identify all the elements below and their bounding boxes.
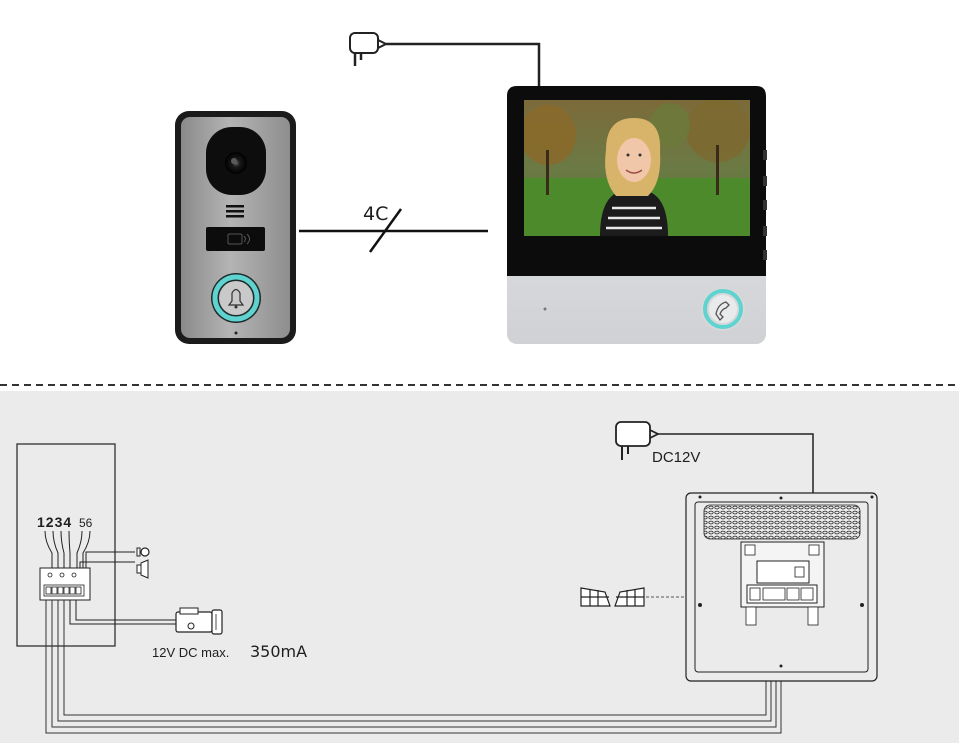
answer-button-ring: [703, 289, 743, 329]
lock-rating-prefix: 12V DC max.: [152, 645, 229, 660]
terminal-numbers: 1234: [37, 514, 72, 530]
cable-slash: [368, 208, 403, 253]
door-panel: [175, 111, 296, 344]
terminal-numbers-extra: 56: [79, 516, 93, 530]
speaker-grille-icon: [226, 205, 244, 218]
lock-rating-value: 350mA: [250, 642, 307, 661]
bell-output-icon: [136, 559, 149, 579]
indoor-monitor: [507, 86, 767, 344]
power-adapter-icon: [349, 32, 389, 66]
handset-icon: [715, 301, 730, 322]
exit-button-wire: [85, 551, 135, 568]
bell-icon: [227, 288, 245, 309]
electric-lock-icon: [175, 607, 223, 635]
monitor-adapter-icon: [615, 421, 661, 460]
lock-wire: [75, 600, 176, 621]
door-terminal-block: [39, 567, 91, 601]
top-section: [0, 0, 959, 385]
monitor-screen: [524, 100, 750, 236]
cable-label: 4C: [363, 203, 388, 225]
terminal-leads: [44, 530, 91, 568]
top-power-cable: [386, 42, 541, 86]
power-label: DC12V: [652, 449, 700, 466]
gate-icon: [580, 587, 645, 607]
exit-button-icon: [136, 547, 150, 557]
call-button-ring: [212, 274, 260, 322]
monitor-rear-view: [685, 492, 878, 682]
door-panel-outline: [16, 443, 116, 647]
rfid-card-icon: [227, 233, 250, 245]
bell-output-wire: [79, 561, 135, 568]
